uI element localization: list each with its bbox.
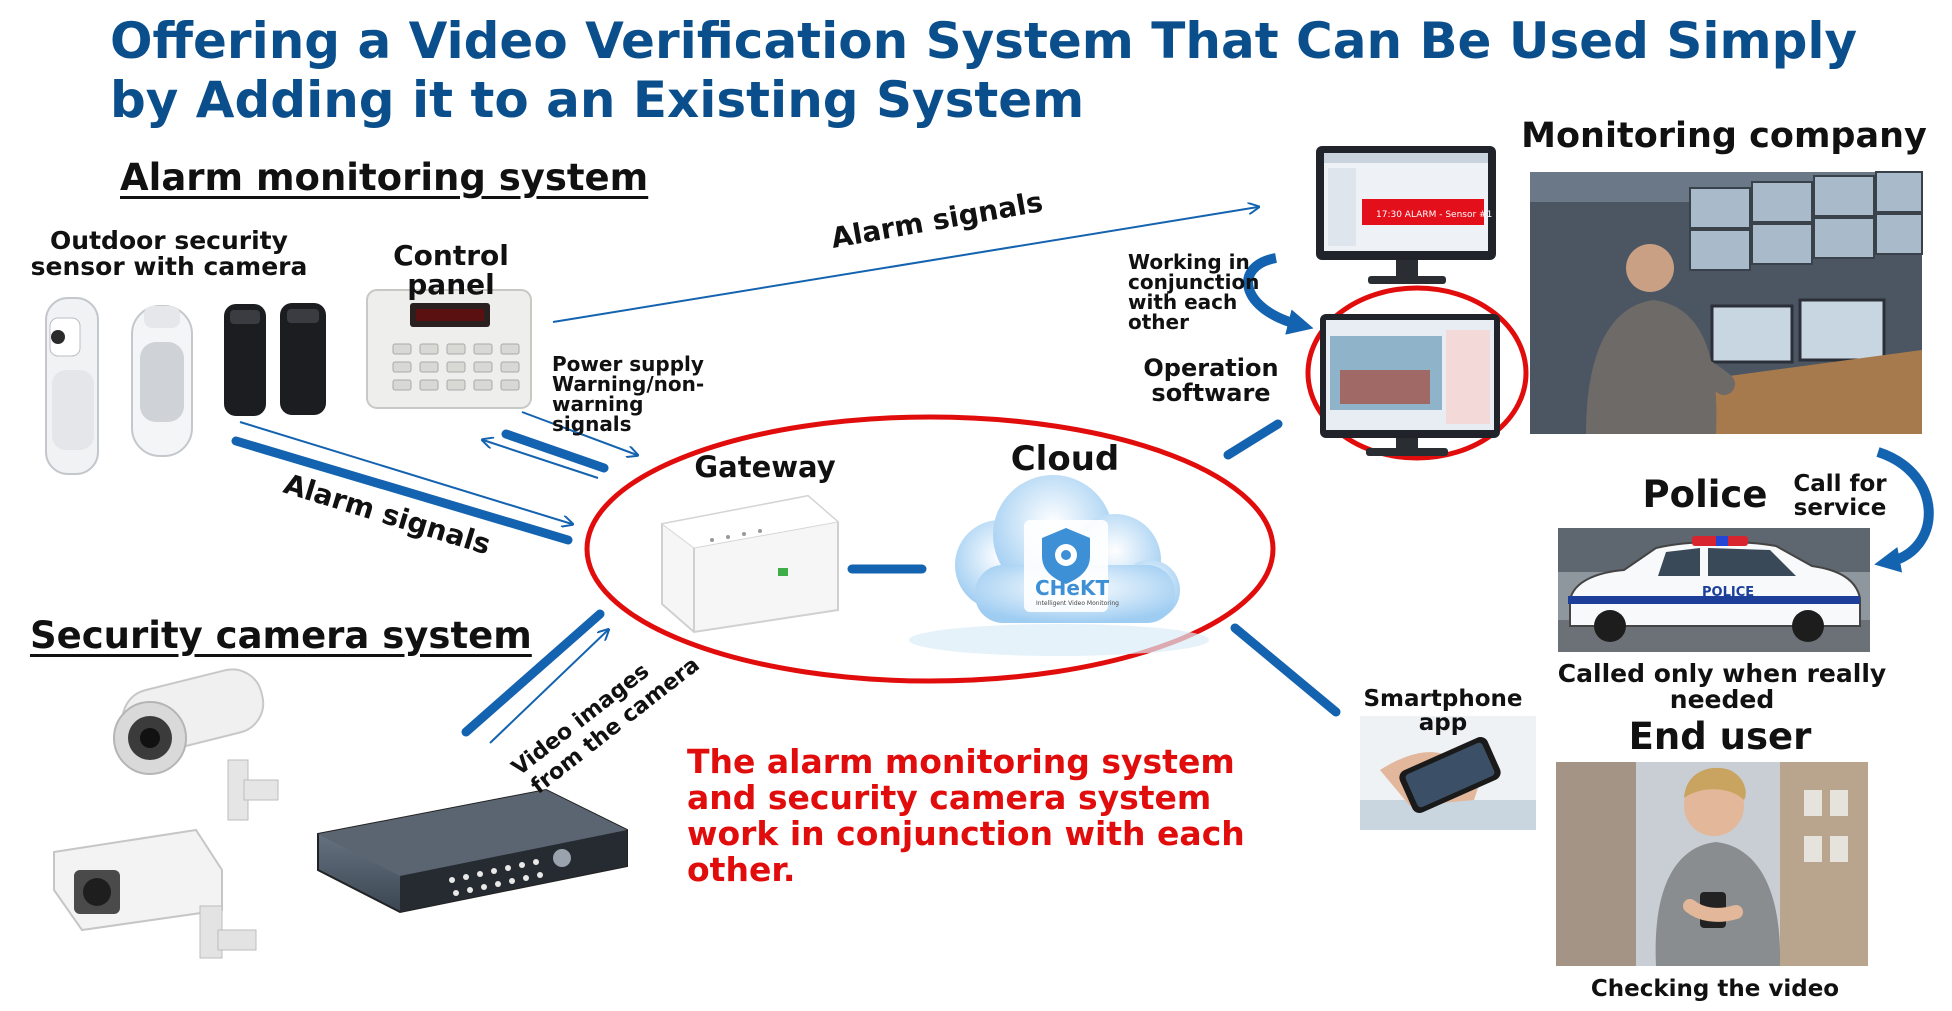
outdoor-sensors bbox=[45, 297, 326, 475]
power-supply-label: Power supply Warning/non-warning signals bbox=[552, 354, 792, 434]
arrow-alarm-to-monitor bbox=[552, 207, 1258, 323]
section-alarm-monitoring: Alarm monitoring system bbox=[120, 156, 649, 199]
software-ellipse bbox=[1305, 285, 1529, 461]
call-for-service-line-2: service bbox=[1793, 495, 1887, 522]
video-images-label: Video images from the camera bbox=[507, 652, 704, 799]
gateway-label: Gateway bbox=[694, 450, 836, 484]
working-line-3: with each bbox=[1128, 290, 1238, 314]
arrow-panel-to-gateway bbox=[521, 411, 637, 455]
working-together-label: Working in conjunction with each other bbox=[1128, 250, 1260, 334]
box-camera-bottom bbox=[53, 828, 257, 959]
bar-cloud-software bbox=[1223, 419, 1283, 460]
dvr-recorder bbox=[317, 788, 628, 914]
arrow-gateway-to-panel bbox=[483, 440, 599, 479]
outdoor-sensor-label: Outdoor security sensor with camera bbox=[30, 226, 308, 282]
operation-software-label: Operation software bbox=[1138, 354, 1284, 408]
bar-video bbox=[461, 609, 605, 737]
end-user-label: End user bbox=[1628, 715, 1812, 758]
police-label: Police bbox=[1642, 473, 1768, 516]
working-line-4: other bbox=[1128, 310, 1189, 334]
police-car-photo bbox=[1558, 528, 1870, 652]
alarm-signals-lower-label: Alarm signals bbox=[280, 467, 495, 561]
call-for-service-line-1: Call for bbox=[1793, 471, 1887, 497]
monitoring-company-photo bbox=[1530, 171, 1923, 434]
monitoring-company-label: Monitoring company bbox=[1521, 116, 1927, 156]
arrow-sensor-to-gateway bbox=[239, 421, 572, 524]
screen-alarm-text: 17:30 ALARM - Sensor #1 bbox=[1376, 210, 1492, 220]
section-security-camera: Security camera system bbox=[30, 614, 532, 657]
chekt-logo-text: CHeKT bbox=[1035, 576, 1109, 600]
control-panel-label: Control panel bbox=[393, 239, 509, 302]
operation-software-line-2: software bbox=[1151, 379, 1271, 408]
chekt-tagline: Intelligent Video Monitoring bbox=[1036, 600, 1119, 607]
working-line-2: conjunction bbox=[1128, 270, 1260, 294]
arrow-video-to-gateway bbox=[489, 630, 608, 744]
bullet-camera-top bbox=[113, 668, 279, 821]
cloud-label: Cloud bbox=[1010, 439, 1120, 479]
checking-video-label: Checking the video bbox=[1590, 976, 1840, 1002]
alarm-signals-upper-label: Alarm signals bbox=[828, 185, 1045, 255]
conjunction-note: The alarm monitoring system and security… bbox=[687, 742, 1245, 889]
call-for-service-label: Call for service bbox=[1780, 472, 1900, 520]
operation-software-line-1: Operation bbox=[1143, 354, 1279, 382]
curve-working-together bbox=[1243, 253, 1314, 335]
system-ellipse bbox=[584, 414, 1276, 684]
smartphone-photo bbox=[1360, 716, 1536, 830]
gateway-device bbox=[660, 494, 840, 634]
station-monitor bbox=[1316, 146, 1496, 284]
police-car-text: POLICE bbox=[1702, 585, 1754, 600]
software-monitor bbox=[1320, 314, 1500, 456]
bar-panel bbox=[501, 429, 609, 473]
end-user-photo bbox=[1556, 762, 1868, 966]
bar-cloud-phone bbox=[1230, 623, 1341, 717]
curve-call-police bbox=[1874, 447, 1934, 573]
working-line-1: Working in bbox=[1128, 250, 1250, 274]
power-supply-line-2: Warning/non-warning bbox=[552, 372, 705, 416]
smartphone-app-label: Smartphone app bbox=[1363, 686, 1523, 737]
control-panel bbox=[366, 289, 532, 409]
bar-sensor bbox=[231, 436, 573, 545]
page-title: Offering a Video Verification System Tha… bbox=[110, 12, 1858, 129]
called-only-label: Called only when really needed bbox=[1557, 659, 1887, 715]
cloud-graphic bbox=[909, 475, 1209, 656]
power-supply-line-3: signals bbox=[552, 412, 632, 436]
power-supply-line-1: Power supply bbox=[552, 352, 704, 376]
